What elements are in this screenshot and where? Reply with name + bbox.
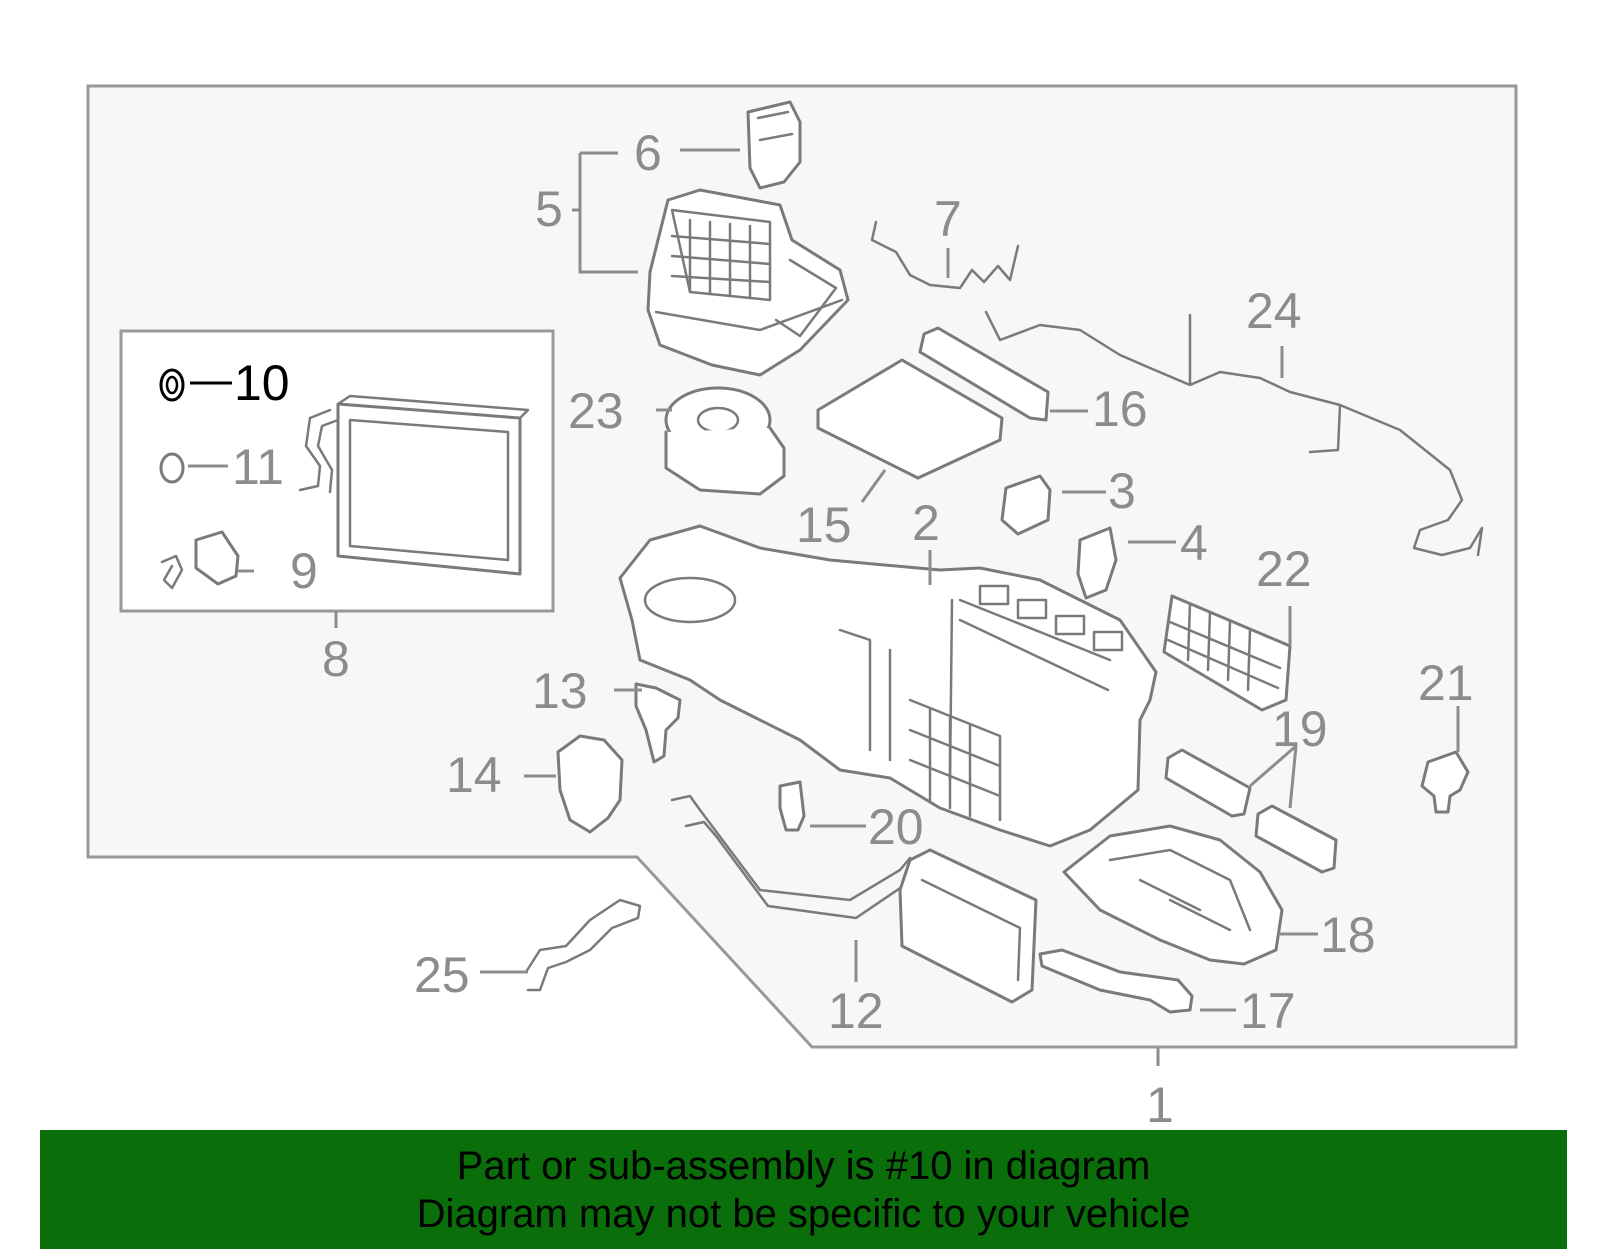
callout-15[interactable]: 15 bbox=[796, 497, 852, 553]
callout-5[interactable]: 5 bbox=[535, 181, 563, 237]
callout-22[interactable]: 22 bbox=[1256, 541, 1312, 597]
callout-10-highlighted[interactable]: 10 bbox=[234, 355, 290, 411]
part-11-drawing bbox=[159, 452, 185, 484]
part-12-drawing bbox=[670, 794, 1038, 1004]
callout-1[interactable]: 1 bbox=[1146, 1077, 1174, 1130]
part-14-drawing bbox=[556, 734, 624, 834]
callout-21[interactable]: 21 bbox=[1418, 655, 1474, 711]
callout-13[interactable]: 13 bbox=[532, 663, 588, 719]
callout-3[interactable]: 3 bbox=[1108, 463, 1136, 519]
part-9-drawing bbox=[160, 530, 240, 590]
part-16-drawing bbox=[918, 326, 1050, 422]
part-25-drawing bbox=[524, 898, 642, 992]
callout-19[interactable]: 19 bbox=[1272, 701, 1328, 757]
callout-7[interactable]: 7 bbox=[934, 191, 962, 247]
part-8-evaporator-drawing bbox=[298, 394, 530, 576]
part-7-drawing bbox=[870, 220, 1020, 290]
callout-11[interactable]: 11 bbox=[232, 439, 284, 495]
callout-16[interactable]: 16 bbox=[1092, 381, 1148, 437]
callout-17[interactable]: 17 bbox=[1240, 983, 1296, 1039]
callout-18[interactable]: 18 bbox=[1320, 907, 1376, 963]
part-4-drawing bbox=[1076, 526, 1118, 600]
callout-23[interactable]: 23 bbox=[568, 383, 624, 439]
callout-20[interactable]: 20 bbox=[868, 799, 924, 855]
callout-12[interactable]: 12 bbox=[828, 983, 884, 1039]
part-18-drawing bbox=[1062, 824, 1284, 966]
callout-9[interactable]: 9 bbox=[290, 543, 318, 599]
part-2-drawing bbox=[618, 524, 1158, 848]
banner-line-part-number: Part or sub-assembly is #10 in diagram bbox=[456, 1143, 1151, 1188]
part-5-drawing bbox=[646, 188, 850, 377]
callout-6[interactable]: 6 bbox=[634, 125, 662, 181]
part-23-drawing bbox=[664, 386, 786, 496]
part-24-drawing bbox=[984, 310, 1484, 557]
callout-2[interactable]: 2 bbox=[912, 495, 940, 551]
part-3-drawing bbox=[1000, 474, 1052, 536]
callout-25[interactable]: 25 bbox=[414, 947, 470, 1003]
part-15-drawing bbox=[816, 358, 1004, 480]
callout-4[interactable]: 4 bbox=[1180, 515, 1208, 571]
part-22-drawing bbox=[1162, 594, 1292, 712]
callout-24[interactable]: 24 bbox=[1246, 283, 1302, 339]
part-20-drawing bbox=[778, 780, 806, 832]
part-10-drawing bbox=[159, 368, 185, 402]
banner-line-disclaimer: Diagram may not be specific to your vehi… bbox=[416, 1191, 1191, 1236]
leader-lines bbox=[188, 148, 1460, 1066]
diagram-notice-banner: Part or sub-assembly is #10 in diagram D… bbox=[40, 1130, 1567, 1249]
parts-diagram: 1 2 3 4 5 6 7 8 9 10 11 12 13 14 15 16 1… bbox=[86, 84, 1518, 1130]
callout-8[interactable]: 8 bbox=[322, 631, 350, 687]
callout-14[interactable]: 14 bbox=[446, 747, 502, 803]
part-21-drawing bbox=[1420, 750, 1470, 814]
part-13-drawing bbox=[634, 682, 682, 764]
part-17-drawing bbox=[1038, 948, 1194, 1014]
part-19-drawing bbox=[1164, 748, 1338, 874]
part-6-drawing bbox=[746, 100, 802, 190]
